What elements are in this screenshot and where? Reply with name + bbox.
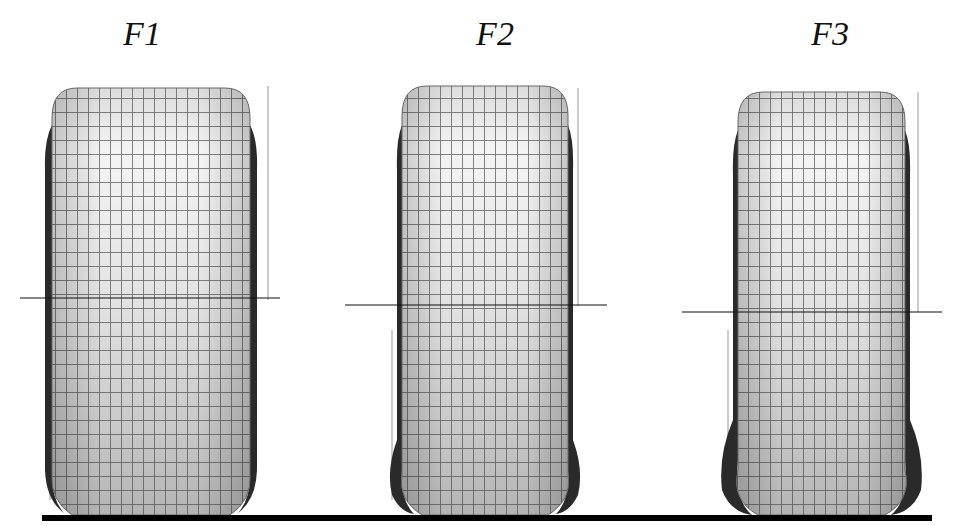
load-label: F3 [811,15,849,52]
tire-3 [721,92,922,515]
load-label: F1 [123,15,161,52]
load-label: F2 [476,15,514,52]
tire-2 [390,86,580,515]
ground-line [42,515,932,521]
axle-lines [20,298,942,312]
tire-1 [45,88,257,515]
